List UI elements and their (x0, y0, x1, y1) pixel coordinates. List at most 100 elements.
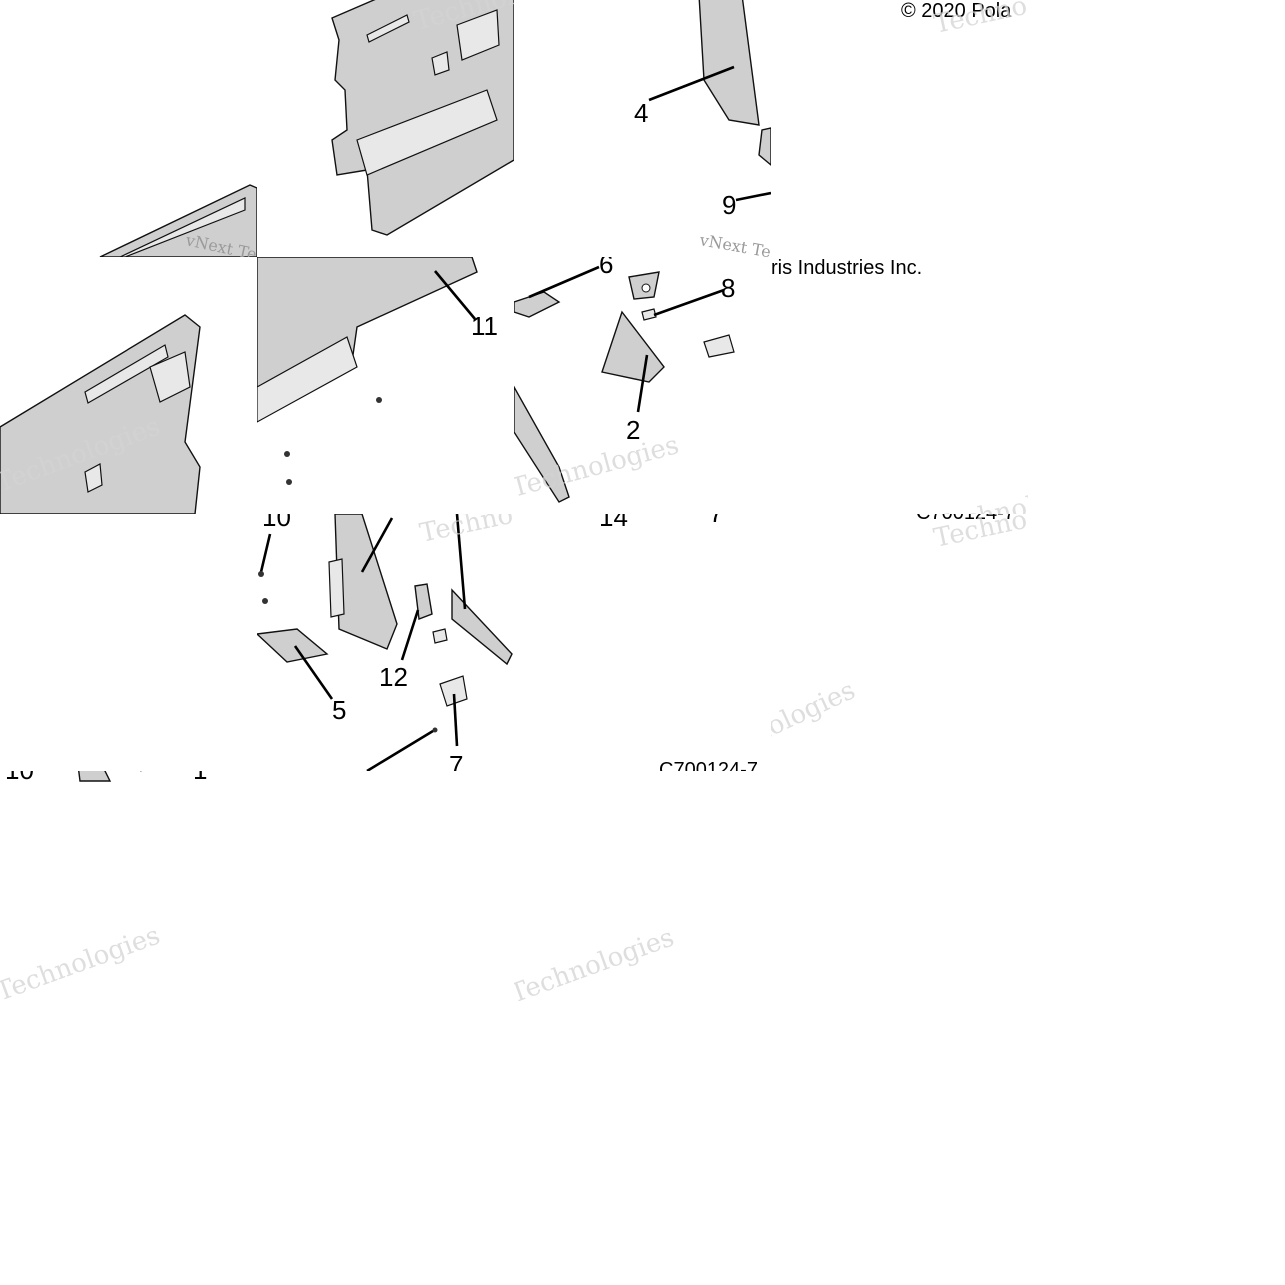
rear-panel-drawing: Technologies (331, 0, 514, 236)
callout-11: 11 (471, 311, 498, 341)
fastener-dot (284, 451, 290, 457)
part-2-wedge (601, 310, 665, 383)
callout-10: 10 (262, 514, 291, 532)
leader-line (400, 609, 420, 661)
callout-10-lower: 10 (5, 771, 34, 785)
part-8-clip (641, 308, 657, 321)
part-3-panel (78, 771, 112, 782)
copyright-tile: © 2020 Pola Technologies (901, 0, 1028, 40)
panel-channel (356, 89, 498, 176)
part-13-panel (334, 514, 398, 650)
fastener-dot (432, 727, 438, 733)
part-4-panel (698, 0, 760, 126)
callout-12: 12 (379, 662, 408, 692)
panel-cutout (431, 51, 450, 76)
watermark-text: Technologies (0, 921, 164, 1008)
callout-4: 4 (634, 98, 648, 128)
panel-edge-drawing: vNext Te (99, 184, 257, 257)
leader-line (648, 65, 735, 102)
bracket-hole (641, 283, 651, 293)
leader-line (455, 514, 467, 610)
panel-cutout (456, 9, 500, 61)
panel-slot (84, 344, 169, 404)
part-6-block (514, 291, 561, 318)
callout-7: 7 (449, 750, 463, 771)
upper-parts-drawing: 4 9 vNext Te (634, 0, 771, 257)
part-1-wedge (451, 588, 513, 666)
small-parts-drawing: 6 8 2 Technologies (514, 257, 735, 504)
watermark-text: vNext Te (697, 230, 771, 257)
blank-tile (0, 514, 257, 771)
diagram-tile: 6 8 2 Technologies (514, 257, 771, 514)
lower-left-drawing: 10 3 1 Technologies (0, 771, 207, 1008)
callout-9: 9 (722, 190, 736, 220)
fastener-dot (262, 598, 268, 604)
lower-parts-drawing: 10 13 12 5 7 Technologies (257, 514, 514, 771)
part-5-block (257, 628, 329, 663)
watermark-text: Technologies (514, 923, 678, 1010)
panel-slot (119, 197, 246, 257)
diagram-tile: Technologies (257, 0, 514, 257)
panel-cutout (149, 351, 191, 403)
diagram-tile: 10 13 12 5 7 Technologies (257, 514, 514, 771)
part-7-pad (439, 675, 468, 707)
drawing-number: C700124-7 (916, 514, 1015, 524)
fastener-dot (258, 571, 264, 577)
part-pad (703, 334, 735, 358)
panel-cutout (84, 463, 103, 493)
diagram-tile: 4 9 vNext Te (514, 0, 771, 257)
leader-line (366, 729, 434, 771)
watermark-text: Technologies (417, 514, 514, 549)
part-9-edge (758, 127, 771, 166)
part-panel-edge (514, 385, 570, 503)
callout-8: 8 (721, 273, 735, 303)
drawing-number: C700124-7 (659, 759, 758, 771)
leader-line (528, 265, 600, 299)
diagram-tile (257, 771, 514, 1028)
watermark-text: Technologies (771, 675, 860, 771)
side-panel-drawing: Technologies (0, 314, 201, 514)
diagram-tile: ris Industries Inc. Technologies (771, 257, 1028, 514)
lower-watermark-tile: Technologies (514, 923, 678, 1010)
leader-line (452, 693, 459, 747)
callout-14: 14 (599, 514, 628, 532)
leader-line (636, 354, 649, 413)
leader-line (653, 288, 725, 317)
part-clip (432, 628, 448, 644)
diagram-tile: © 2020 Pola Technologies (771, 0, 1028, 257)
blank-tile (257, 771, 514, 1028)
copyright-text: © 2020 Pola (901, 0, 1012, 22)
fastener-dot (376, 397, 382, 403)
callout-2: 2 (626, 415, 640, 445)
part-12-bracket (414, 583, 433, 620)
drawing-number-tile: 14 7 C700124-7 (599, 514, 758, 771)
diagram-tile: 14 7 C700124-7 (514, 514, 771, 771)
panel-slot (366, 14, 410, 43)
copyright-text: ris Industries Inc. (771, 257, 922, 279)
diagram-tile (0, 514, 257, 771)
drawing-number-tile: C700124-7 Technologies Technologies (771, 514, 1028, 771)
leader-line (735, 191, 771, 202)
leader-line (434, 270, 476, 320)
diagram-tile: 11 (257, 257, 514, 514)
side-panel-fragment (99, 184, 257, 257)
fastener-dot (286, 479, 292, 485)
leader-line (259, 533, 272, 573)
watermark-text: Technologies (931, 477, 1028, 514)
diagram-tile: 10 3 1 Technologies (0, 771, 257, 1028)
copyright-tile: ris Industries Inc. Technologies (771, 257, 1028, 514)
diagram-tile: Technologies (514, 771, 771, 1028)
floor-panel-drawing: 11 (257, 257, 498, 485)
leader-line (293, 645, 334, 700)
callout-5: 5 (332, 695, 346, 725)
diagram-tile: Technologies (0, 257, 257, 514)
diagram-tile: C700124-7 Technologies Technologies (771, 514, 1028, 771)
leader-line (360, 517, 394, 573)
callout-6: 6 (599, 257, 613, 279)
panel-tab (328, 558, 345, 618)
callout-1: 1 (193, 771, 207, 785)
callout-7-partial: 7 (709, 514, 723, 528)
diagram-tile: vNext Te (0, 0, 257, 257)
floor-channel (257, 336, 358, 423)
